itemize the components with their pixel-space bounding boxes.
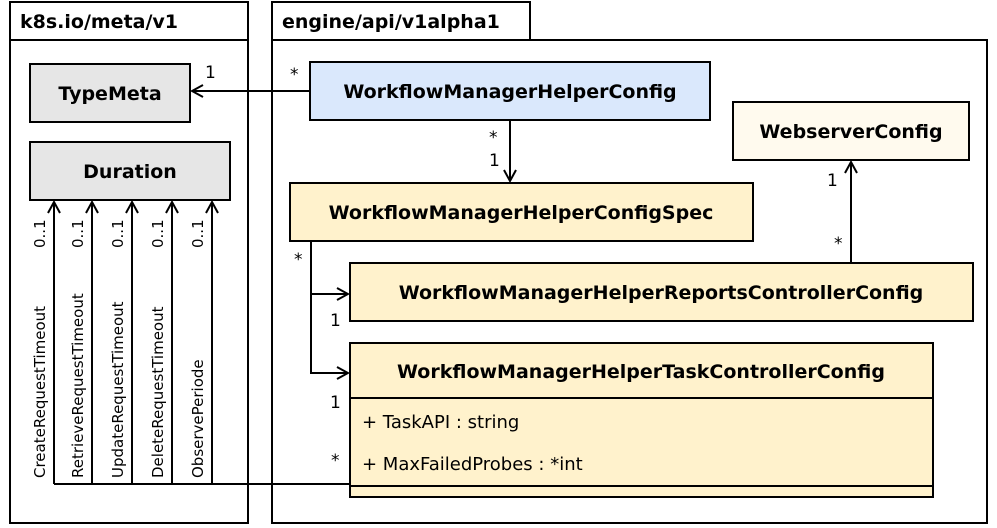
attribute-task-api: + TaskAPI : string <box>362 412 519 433</box>
multiplicity-source: * <box>294 250 303 270</box>
package-name: engine/api/v1alpha1 <box>282 11 500 33</box>
role-label-update-request-timeout: UpdateRequestTimeout <box>109 301 127 478</box>
class-name: WorkflowManagerHelperTaskControllerConfi… <box>397 361 885 383</box>
class-webserver-config[interactable]: WebserverConfig <box>732 101 970 161</box>
role-label-delete-request-timeout: DeleteRequestTimeout <box>149 306 167 478</box>
role-label-create-request-timeout: CreateRequestTimeout <box>31 306 49 478</box>
role-multiplicity: 0..1 <box>149 219 167 248</box>
multiplicity-source: * <box>290 65 299 85</box>
role-multiplicity: 0..1 <box>69 219 87 248</box>
role-label-retrieve-request-timeout: RetrieveRequestTimeout <box>69 293 87 478</box>
class-name: WorkflowManagerHelperReportsControllerCo… <box>399 282 924 304</box>
multiplicity-source: * <box>489 128 498 148</box>
multiplicity-target: 1 <box>330 393 341 413</box>
multiplicity-target: 1 <box>489 151 500 171</box>
association-config-spec: * 1 <box>489 120 510 181</box>
attribute-max-failed-probes: + MaxFailedProbes : *int <box>362 454 583 475</box>
multiplicity-source: * <box>331 451 340 471</box>
association-line <box>310 294 348 373</box>
association-task-durations: * CreateRequestTimeout RetrieveRequestTi… <box>31 202 350 485</box>
multiplicity-source: * <box>834 234 843 254</box>
class-name: WorkflowManagerHelperConfig <box>343 81 676 103</box>
role-multiplicity: 0..1 <box>189 219 207 248</box>
multiplicity-target: 1 <box>827 171 838 191</box>
class-workflow-manager-helper-config-spec[interactable]: WorkflowManagerHelperConfigSpec <box>289 182 754 242</box>
package-tab <box>9 1 249 41</box>
class-typemeta[interactable]: TypeMeta <box>29 63 191 123</box>
class-name: TypeMeta <box>58 83 161 105</box>
association-config-typemeta: * 1 <box>192 63 310 91</box>
association-reports-webserver: * 1 <box>827 162 851 263</box>
class-duration[interactable]: Duration <box>29 141 231 201</box>
class-box <box>29 141 231 201</box>
role-label-observe-periode: ObservePeriode <box>189 359 207 478</box>
class-name: Duration <box>83 161 177 183</box>
class-box <box>349 262 974 322</box>
class-box <box>29 63 191 123</box>
class-box <box>349 342 934 498</box>
package-name: k8s.io/meta/v1 <box>20 11 178 33</box>
role-multiplicity: 0..1 <box>109 219 127 248</box>
class-name: WorkflowManagerHelperConfigSpec <box>329 202 714 224</box>
class-task-controller-config[interactable]: WorkflowManagerHelperTaskControllerConfi… <box>349 342 934 498</box>
multiplicity-target: 1 <box>330 311 341 331</box>
class-name: WebserverConfig <box>759 121 942 143</box>
multiplicity-target: 1 <box>205 63 216 83</box>
package-tab <box>271 1 531 41</box>
class-reports-controller-config[interactable]: WorkflowManagerHelperReportsControllerCo… <box>349 262 974 322</box>
class-workflow-manager-helper-config[interactable]: WorkflowManagerHelperConfig <box>309 61 711 121</box>
association-spec-task: 1 <box>310 294 348 413</box>
class-box <box>289 182 754 242</box>
role-multiplicity: 0..1 <box>31 219 49 248</box>
